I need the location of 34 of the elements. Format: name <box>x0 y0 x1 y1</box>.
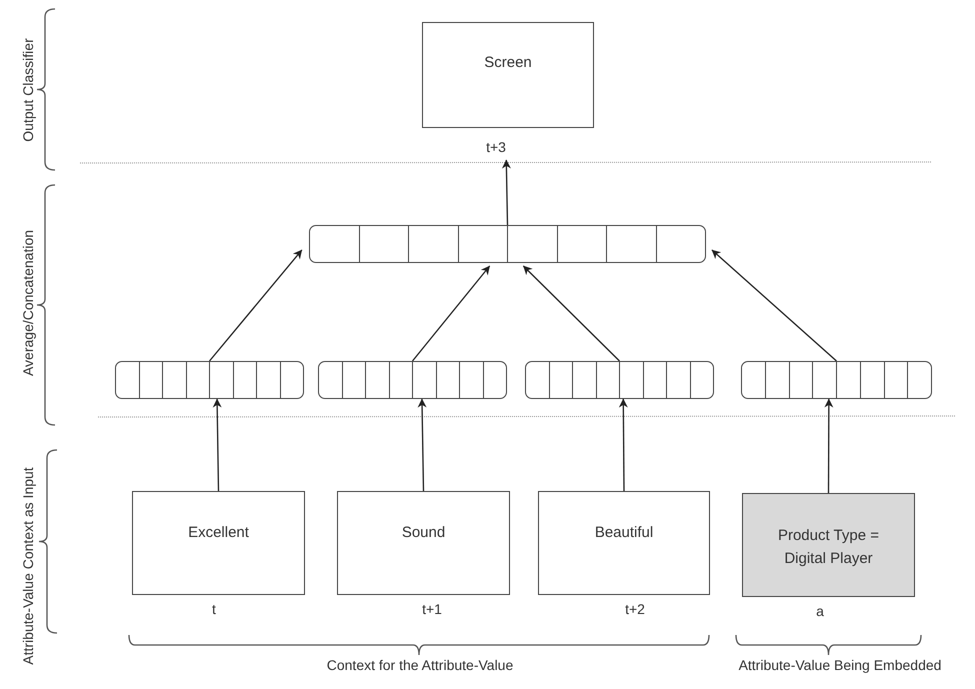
arrow <box>618 398 628 491</box>
position-label: t+3 <box>486 139 506 155</box>
node-label: Screen <box>484 53 532 73</box>
vector-bar <box>741 361 932 399</box>
position-label: a <box>816 603 824 619</box>
arrow <box>502 160 511 226</box>
arrow <box>212 398 222 492</box>
node-label: Product Type = Digital Player <box>776 526 880 569</box>
arrow <box>824 398 834 493</box>
position-label: t+2 <box>625 601 645 617</box>
position-label: t+1 <box>422 601 442 617</box>
arrow <box>418 398 427 492</box>
group-caption: Context for the Attribute-Value <box>326 657 514 673</box>
arrow <box>522 266 620 362</box>
group-caption: Average/Concatenation <box>20 230 36 376</box>
arrow <box>412 266 490 362</box>
word-box <box>132 491 305 595</box>
word-box <box>538 491 710 595</box>
vector-bar <box>318 361 507 399</box>
word-box <box>422 22 594 128</box>
word-box <box>337 491 510 595</box>
node-label: Sound <box>402 523 446 543</box>
node-label: Beautiful <box>594 523 654 543</box>
vector-bar <box>309 225 706 263</box>
arrow <box>712 250 837 362</box>
group-caption: Attribute-Value Being Embedded <box>738 657 942 673</box>
position-label: t <box>212 601 216 617</box>
group-caption: Attribute-Value Context as Input <box>20 467 36 665</box>
group-caption: Output Classifier <box>20 38 36 142</box>
vector-bar <box>115 361 304 399</box>
arrow <box>209 250 302 362</box>
vector-bar <box>525 361 714 399</box>
word-box <box>742 493 915 597</box>
node-label: Excellent <box>188 523 249 543</box>
